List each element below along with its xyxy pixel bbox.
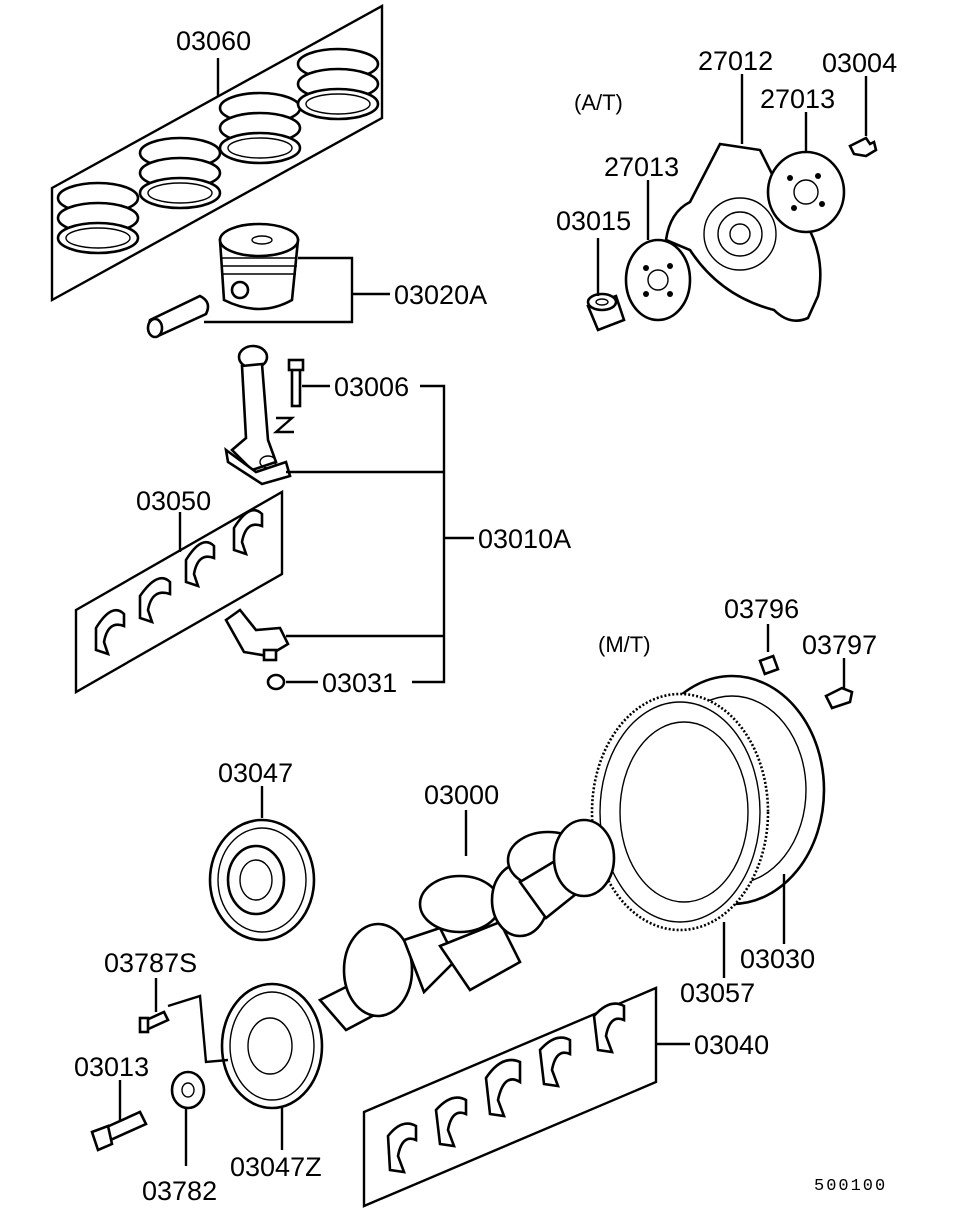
connecting-rod xyxy=(224,344,292,486)
variant-mt: (M/T) xyxy=(598,632,651,657)
piston-ring xyxy=(138,136,222,210)
crank-spacer xyxy=(170,1070,206,1110)
label-03010a: 03010A xyxy=(478,524,571,554)
drive-plate-bolt xyxy=(848,136,878,158)
bearing-shell-set xyxy=(94,509,264,657)
ring-gear xyxy=(590,692,770,932)
drive-plate xyxy=(664,142,822,322)
label-03040: 03040 xyxy=(694,1030,769,1060)
diagram-code: 500100 xyxy=(814,1177,887,1196)
piston-ring xyxy=(218,91,302,165)
label-03015: 03015 xyxy=(556,206,631,236)
label-27013-rear: 27013 xyxy=(760,84,835,114)
rod-cap xyxy=(224,608,290,662)
label-03020a: 03020A xyxy=(394,280,487,310)
label-03047: 03047 xyxy=(218,758,293,788)
piston-pin xyxy=(146,294,210,339)
adapter-plate-front xyxy=(624,238,692,322)
adapter-plate-rear xyxy=(766,150,846,234)
pulley-bolt-small xyxy=(138,1010,170,1034)
label-03057: 03057 xyxy=(680,978,755,1008)
crank-pulley xyxy=(220,982,324,1110)
label-03030: 03030 xyxy=(740,944,815,974)
rod-nut xyxy=(266,673,286,691)
spacer-bushing xyxy=(586,292,626,332)
piston-ring-set xyxy=(50,3,384,303)
label-03050: 03050 xyxy=(136,486,211,516)
crankshaft-bolt xyxy=(90,1110,148,1152)
flywheel-bolt xyxy=(824,686,854,710)
label-03006: 03006 xyxy=(334,372,409,402)
label-03013: 03013 xyxy=(74,1052,149,1082)
label-03004: 03004 xyxy=(822,48,897,78)
dowel-pin xyxy=(758,654,780,676)
label-03787s: 03787S xyxy=(104,948,197,978)
label-03796: 03796 xyxy=(724,594,799,624)
piston-ring xyxy=(56,181,140,255)
piston xyxy=(218,222,300,311)
label-03060: 03060 xyxy=(176,26,251,56)
label-03000: 03000 xyxy=(424,780,499,810)
crankshaft xyxy=(317,818,616,1032)
label-03797: 03797 xyxy=(802,630,877,660)
label-03782: 03782 xyxy=(142,1176,217,1206)
piston-ring xyxy=(296,47,380,121)
variant-at: (A/T) xyxy=(574,90,623,115)
damper-pulley xyxy=(208,818,316,942)
main-bearing-set xyxy=(386,1002,626,1174)
rod-bolt xyxy=(287,358,305,408)
label-27012: 27012 xyxy=(698,46,773,76)
label-27013-front: 27013 xyxy=(604,152,679,182)
label-03047z: 03047Z xyxy=(230,1152,322,1182)
label-03031: 03031 xyxy=(322,668,397,698)
